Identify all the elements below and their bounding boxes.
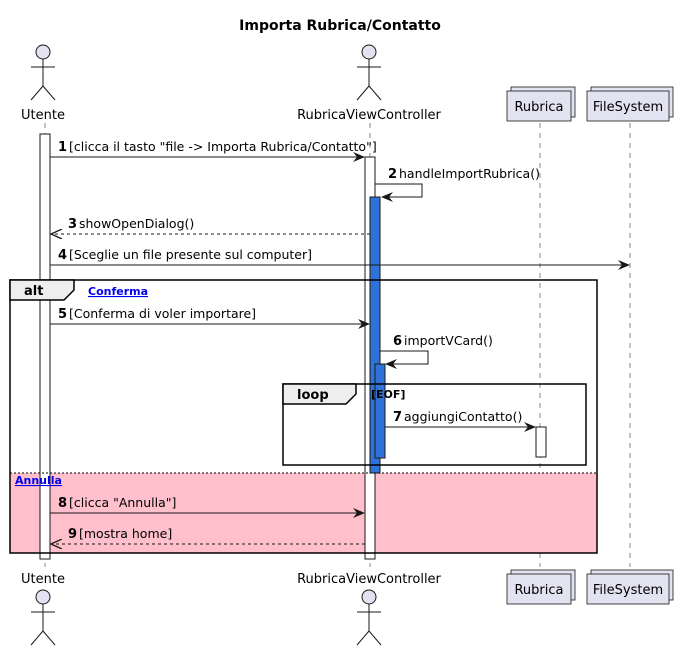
actor-icon <box>356 44 382 101</box>
actor-utente-bottom <box>30 589 56 646</box>
activations <box>39 133 547 560</box>
messages: 1 [clicca il tasto "file -> Importa Rubr… <box>50 139 630 544</box>
participant-controller-top-label: RubricaViewController <box>297 108 441 123</box>
message-1-label: [clicca il tasto "file -> Importa Rubric… <box>69 139 377 154</box>
message-2-number: 2 <box>388 167 397 182</box>
participant-filesystem-bottom-label: FileSystem <box>593 583 663 598</box>
message-5-number: 5 <box>58 307 67 322</box>
loop-guard: [EOF] <box>371 388 405 401</box>
message-6-label: importVCard() <box>404 333 493 348</box>
participant-rubrica-bottom-label: Rubrica <box>514 583 563 598</box>
participant-rubrica-bottom: Rubrica <box>506 569 576 605</box>
participant-utente-top-label: Utente <box>21 108 65 123</box>
participant-controller-bottom-label: RubricaViewController <box>297 572 441 587</box>
message-1-number: 1 <box>58 140 67 155</box>
activation-rubrica <box>535 426 547 458</box>
message-9-label: [mostra home] <box>79 526 172 541</box>
alt-keyword: alt <box>24 284 43 299</box>
actor-controller-bottom <box>356 589 382 646</box>
message-9-number: 9 <box>68 527 77 542</box>
loop-keyword: loop <box>297 388 329 403</box>
message-4-number: 4 <box>58 248 67 263</box>
message-8-label: [clicca "Annulla"] <box>69 495 176 510</box>
message-2-label: handleImportRubrica() <box>399 166 540 181</box>
activation-controller-import <box>374 363 386 459</box>
message-6-number: 6 <box>393 334 402 349</box>
participant-rubrica-top: Rubrica <box>506 86 576 122</box>
alt-guard-conferma: Conferma <box>88 285 148 298</box>
diagram-title: Importa Rubrica/Contatto <box>239 18 441 34</box>
message-3-label: showOpenDialog() <box>79 216 194 231</box>
participant-filesystem-top: FileSystem <box>586 86 674 122</box>
participant-rubrica-top-label: Rubrica <box>514 100 563 115</box>
message-2-arrow <box>375 183 423 202</box>
participant-utente-bottom-label: Utente <box>21 572 65 587</box>
participant-filesystem-top-label: FileSystem <box>593 100 663 115</box>
actor-icon <box>356 589 382 646</box>
actor-icon <box>30 589 56 646</box>
message-7-label: aggiungiContatto() <box>404 409 522 424</box>
message-5-label: [Conferma di voler importare] <box>69 306 256 321</box>
actor-controller-top <box>356 44 382 101</box>
actor-icon <box>30 44 56 101</box>
actor-utente-top <box>30 44 56 101</box>
activation-utente <box>39 133 51 560</box>
participant-filesystem-bottom: FileSystem <box>586 569 674 605</box>
alt-guard-annulla: Annulla <box>15 474 62 487</box>
loop-frame: loop [EOF] <box>282 383 587 466</box>
message-8-number: 8 <box>58 496 67 511</box>
message-4-label: [Sceglie un file presente sul computer] <box>69 247 312 262</box>
message-7-number: 7 <box>393 410 402 425</box>
alt-frame: alt Conferma Annulla <box>9 279 598 554</box>
message-6-arrow <box>380 350 429 369</box>
message-3-number: 3 <box>68 217 77 232</box>
